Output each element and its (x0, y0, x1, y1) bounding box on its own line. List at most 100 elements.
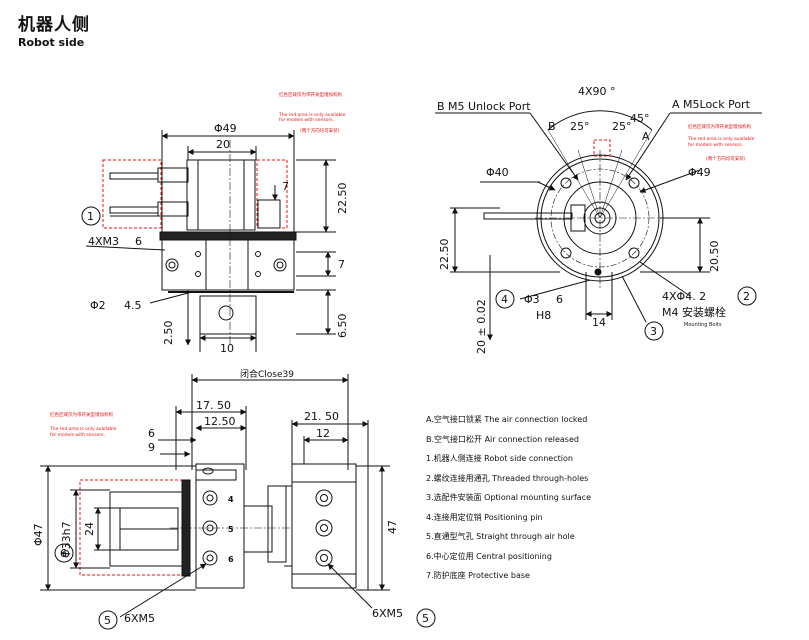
dim-20-tol: 20 ± 0.02 (475, 299, 488, 354)
dim-9: 9 (148, 441, 155, 454)
top-left-view (85, 130, 336, 352)
page-title-cn: 机器人侧 (18, 15, 90, 35)
callout-1 (81, 206, 101, 226)
dim-20-50: 20.50 (708, 241, 721, 273)
red-note-cn2-top: (两个方向均可安装) (300, 127, 340, 134)
dim-17-50: 17. 50 (196, 399, 231, 412)
port-num-6: 6 (228, 555, 234, 564)
bottom-right-view (284, 420, 390, 609)
dim-6xm5-right: 6XM5 (372, 607, 403, 620)
dim-6-50: 6.50 (336, 314, 349, 339)
upper-body (186, 159, 256, 231)
marker-a: A (642, 130, 650, 143)
callout-5-right-label: 5 (422, 612, 429, 625)
dim-7-side: 7 (338, 258, 345, 271)
dim-h8: H8 (536, 309, 551, 322)
lower-body (161, 239, 295, 291)
dim-12: 12 (316, 427, 330, 440)
top-right-labels: B M5 Unlock Port A M5Lock Port 4X90 ° B … (437, 85, 757, 354)
dim-close39: 闭合Close39 (240, 368, 294, 380)
dim-d40: Φ40 (486, 166, 509, 179)
marker-b: B (548, 120, 556, 133)
flange (159, 231, 297, 241)
port-num-4: 4 (228, 495, 234, 504)
bolt-hole-2 (628, 177, 640, 189)
callout-2 (737, 286, 757, 306)
bolt-hole-3 (560, 247, 572, 259)
top-right-view (435, 110, 762, 341)
dim-pinhole-depth: 6 (556, 293, 563, 306)
dim-2-50: 2.50 (162, 321, 175, 346)
main-block-right (291, 463, 357, 589)
sensor-area-left (102, 159, 162, 229)
red-note-en2-right: for models with sensors. (688, 142, 743, 148)
callout-3-label: 3 (650, 325, 657, 338)
dim-pin: Φ2 (90, 299, 106, 312)
callout-4 (495, 289, 515, 309)
callout-5-right (416, 608, 436, 628)
dim-22-50-left: 22.50 (336, 183, 349, 215)
dim-4xm3-depth: 6 (135, 235, 142, 248)
port-b-label: B M5 Unlock Port (437, 100, 531, 113)
m4-bolts-label: M4 安装螺栓 (662, 305, 726, 319)
red-note-en1-top: The red area is only available (278, 112, 346, 118)
base (199, 295, 257, 335)
callout-5-left-label: 5 (104, 614, 111, 627)
red-note-cn-top: 红色区域仅为带开关型增加机构 (279, 91, 342, 98)
dim-10: 10 (220, 342, 234, 355)
legend-item-a: A.空气接口锁紧 The air connection locked (426, 415, 588, 424)
callout-2-label: 2 (743, 290, 750, 303)
bolt-hole-1 (560, 177, 572, 189)
dim-d49-right: Φ49 (688, 166, 711, 179)
dim-7-top: 7 (282, 180, 289, 193)
dim-47-right: 47 (386, 520, 399, 534)
dim-d49-left: Φ49 (214, 122, 237, 135)
callout-5-left (98, 610, 118, 630)
port-num-5: 5 (228, 525, 234, 534)
bolt-hole-4 (628, 247, 640, 259)
red-note-en2-bottom: for models with sensors. (50, 432, 105, 438)
bottom-left-view (40, 374, 349, 618)
dim-14: 14 (592, 316, 606, 329)
port-a-label: A M5Lock Port (672, 98, 751, 111)
dim-pinhole: Φ3 (524, 293, 540, 306)
angle-25-b: 25° (612, 120, 632, 133)
dim-6: 6 (148, 427, 155, 440)
dim-20: 20 (216, 138, 230, 151)
red-note-en1-bottom: The red area is only available (49, 426, 117, 432)
legend-item-b: B.空气接口松开 Air connection released (426, 434, 579, 444)
callout-6-label: 6 (60, 547, 67, 560)
dim-21-50: 21. 50 (304, 410, 339, 423)
angle-25-a: 25° (570, 120, 590, 133)
angle-4x90: 4X90 ° (578, 85, 616, 98)
callout-4-label: 4 (501, 293, 508, 306)
dim-24: 24 (83, 522, 96, 536)
dim-d33h7: Φ33h7 (60, 521, 73, 558)
legend: A.空气接口锁紧 The air connection locked B.空气接… (426, 410, 591, 586)
top-left-labels: 1 Φ49 20 7 22.50 4XM3 6 7 Φ2 4.5 2.50 6.… (81, 91, 349, 355)
dim-pin-depth: 4.5 (124, 299, 142, 312)
callout-6 (54, 543, 74, 563)
red-note-cn2-right: (两个方向均可安装) (706, 155, 746, 162)
dim-12-50: 12.50 (204, 415, 236, 428)
dim-4xd4-2: 4XΦ4. 2 (662, 290, 706, 303)
legend-item-1: 1.机器人侧连接 Robot side connection (426, 454, 573, 463)
dim-22-50-right: 22.50 (438, 239, 451, 271)
legend-item-6: 6.中心定位用 Central positioning (426, 551, 552, 561)
legend-item-2: 2.螺纹连接用通孔 Threaded through-holes (426, 473, 589, 483)
legend-item-5: 5.直通型气孔 Straight through air hole (426, 532, 575, 541)
callout-3 (644, 321, 664, 341)
bottom-labels: 闭合Close39 17. 50 12.50 6 9 21. 50 12 Φ47… (32, 368, 436, 630)
sensor-area-right (256, 159, 288, 229)
red-note-cn-bottom: 红色区域仅为带开关型增加机构 (50, 411, 113, 418)
legend-item-4: 4.连接用定位销 Positioning pin (426, 512, 543, 522)
dim-d47: Φ47 (32, 523, 45, 546)
dim-4xm3: 4XM3 (88, 235, 119, 248)
page-title-en: Robot side (18, 36, 85, 49)
red-note-en2-top: for models with sensors. (279, 117, 334, 123)
callout-1-label: 1 (87, 210, 94, 223)
legend-item-7: 7.防护底座 Protective base (426, 571, 530, 580)
red-note-en1-right: The red area is only available (687, 136, 755, 142)
legend-item-3: 3.选配件安装面 Optional mounting surface (426, 493, 591, 502)
